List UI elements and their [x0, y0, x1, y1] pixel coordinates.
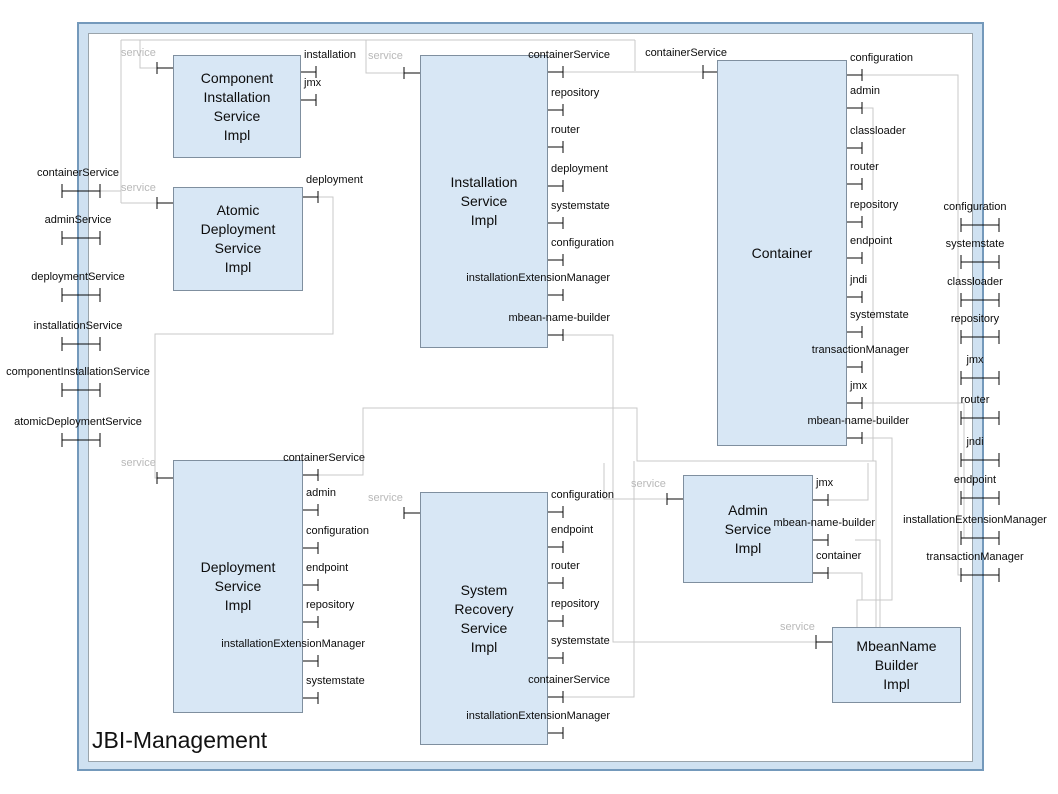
port-label-transactionManager: transactionManager	[811, 344, 909, 356]
port-label-installationExtensionManager: installationExtensionManager	[466, 710, 610, 722]
port-label-systemstate: systemstate	[551, 635, 610, 647]
frame-port-label-deploymentService: deploymentService	[31, 271, 125, 283]
frame-port-label-repository: repository	[950, 313, 1000, 325]
frame-port-label-containerService: containerService	[37, 167, 119, 179]
frame-port-label-systemstate: systemstate	[945, 238, 1005, 250]
component-box-component-installation-service-impl[interactable]: Component Installation Service Impl	[173, 55, 301, 158]
component-box-system-recovery-service-impl[interactable]: System Recovery Service Impl	[420, 492, 548, 745]
component-title: Component Installation Service Impl	[200, 69, 274, 143]
port-label-systemstate: systemstate	[850, 309, 909, 321]
port-label-jmx: jmx	[850, 380, 868, 392]
component-box-installation-service-impl[interactable]: Installation Service Impl	[420, 55, 548, 348]
frame-port-label-installationExtensionManager: installationExtensionManager	[903, 514, 1047, 526]
port-label-deployment: deployment	[551, 163, 608, 175]
port-label-endpoint: endpoint	[306, 562, 349, 574]
component-title: Atomic Deployment Service Impl	[200, 202, 276, 275]
port-label-admin-service-impl-service: service	[631, 478, 666, 490]
frame-port-label-jmx: jmx	[966, 354, 984, 366]
port-label-repository: repository	[850, 199, 899, 211]
port-label-system-recovery-service-impl-service: service	[368, 492, 403, 504]
port-label-systemstate: systemstate	[551, 200, 610, 212]
port-label-repository: repository	[306, 599, 355, 611]
port-label-installationExtensionManager: installationExtensionManager	[466, 272, 610, 284]
port-label-mbean-name-builder: mbean-name-builder	[773, 517, 876, 529]
port-label-router: router	[551, 560, 580, 572]
port-label-deployment: deployment	[306, 174, 363, 186]
port-label-configuration: configuration	[551, 489, 614, 501]
frame-port-label-atomicDeploymentService: atomicDeploymentService	[14, 416, 142, 428]
component-box-admin-service-impl[interactable]: Admin Service Impl	[683, 475, 813, 583]
port-label-containerService: containerService	[645, 47, 727, 59]
diagram-title: JBI-Management	[92, 727, 268, 753]
component-title: MbeanName Builder Impl	[856, 637, 937, 692]
port-label-installationExtensionManager: installationExtensionManager	[221, 638, 365, 650]
port-label-configuration: configuration	[850, 52, 913, 64]
port-label-admin: admin	[850, 85, 880, 97]
port-label-installation: installation	[304, 49, 356, 61]
port-label-classloader: classloader	[850, 125, 906, 137]
frame-port-label-adminService: adminService	[44, 214, 112, 226]
frame-port-label-transactionManager: transactionManager	[926, 551, 1024, 563]
port-label-installation-service-impl-service: service	[368, 50, 403, 62]
frame-port-label-componentInstallationService: componentInstallationService	[6, 366, 150, 378]
frame-port-label-endpoint: endpoint	[953, 474, 997, 486]
port-label-containerService: containerService	[283, 452, 365, 464]
frame-port-label-router: router	[960, 394, 990, 406]
component-title: Admin Service Impl	[724, 501, 772, 556]
component-title: Installation Service Impl	[450, 174, 518, 228]
component-box-deployment-service-impl[interactable]: Deployment Service Impl	[173, 460, 303, 713]
frame-port-label-installationService: installationService	[33, 320, 123, 332]
component-title: System Recovery Service Impl	[454, 581, 514, 655]
port-label-mbean-name-builder: mbean-name-builder	[807, 415, 910, 427]
port-label-endpoint: endpoint	[551, 524, 594, 536]
port-label-jmx: jmx	[304, 77, 322, 89]
port-label-admin: admin	[306, 487, 336, 499]
port-label-deployment-service-impl-service: service	[121, 457, 156, 469]
port-label-systemstate: systemstate	[306, 675, 365, 687]
port-label-repository: repository	[551, 87, 600, 99]
component-title: Container	[751, 244, 813, 261]
component-box-mbeanname-builder-impl[interactable]: MbeanName Builder Impl	[832, 627, 961, 703]
port-label-repository: repository	[551, 598, 600, 610]
port-label-containerService: containerService	[528, 49, 610, 61]
port-label-component-installation-service-impl-service: service	[121, 47, 156, 59]
port-label-container: container	[816, 550, 862, 562]
component-box-atomic-deployment-service-impl[interactable]: Atomic Deployment Service Impl	[173, 187, 303, 291]
port-label-router: router	[551, 124, 580, 136]
port-label-jndi: jndi	[850, 274, 868, 286]
frame-port-label-configuration: configuration	[943, 201, 1007, 213]
port-label-jmx: jmx	[816, 477, 834, 489]
port-label-containerService: containerService	[528, 674, 610, 686]
frame-port-label-classloader: classloader	[947, 276, 1003, 288]
port-label-mbeanname-builder-impl-service: service	[780, 621, 815, 633]
port-label-mbean-name-builder: mbean-name-builder	[508, 312, 611, 324]
port-label-router: router	[850, 161, 879, 173]
component-title: Deployment Service Impl	[200, 559, 276, 613]
port-label-atomic-deployment-service-impl-service: service	[121, 182, 156, 194]
port-label-configuration: configuration	[551, 237, 614, 249]
port-label-configuration: configuration	[306, 525, 369, 537]
frame-port-label-jndi: jndi	[966, 436, 984, 448]
port-label-endpoint: endpoint	[850, 235, 893, 247]
component-box-container[interactable]: Container	[717, 60, 847, 446]
